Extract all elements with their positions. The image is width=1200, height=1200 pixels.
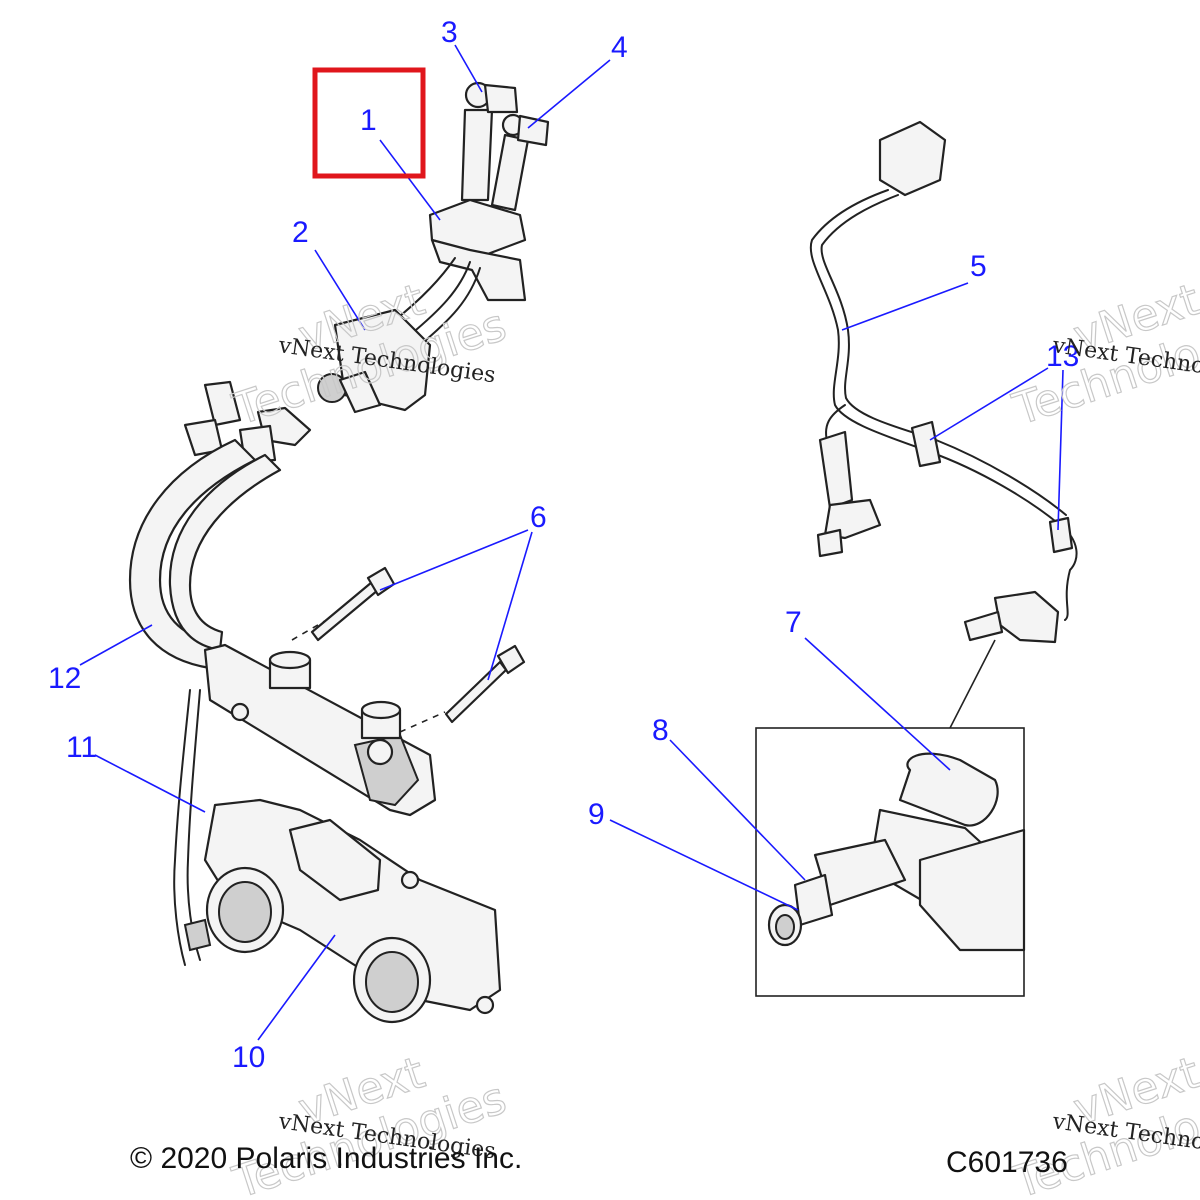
drawing-number: C601736 — [946, 1146, 1068, 1179]
fuel-rail-hoses — [128, 380, 446, 817]
callout-8: 8 — [652, 714, 669, 747]
callout-4: 4 — [611, 31, 628, 64]
throttle-body-assembly — [173, 689, 502, 1024]
fuel-injectors — [816, 498, 1060, 644]
watermark-bottom: vNext Technologies vNext Technologies — [226, 1047, 513, 1200]
callout-6: 6 — [530, 501, 547, 534]
callout-13: 13 — [1046, 340, 1079, 373]
injector-detail-view — [755, 639, 1026, 997]
callout-2: 2 — [292, 216, 309, 249]
callout-10: 10 — [232, 1041, 265, 1074]
leader-lines — [79, 44, 1064, 1041]
callout-11: 11 — [66, 731, 97, 764]
watermark-top: vNext Technologies vNext Technologies — [226, 274, 513, 437]
copyright-text: © 2020 Polaris Industries Inc. — [130, 1142, 522, 1175]
callout-12: 12 — [48, 662, 81, 695]
callout-3: 3 — [441, 16, 458, 49]
highlight-box — [312, 67, 426, 179]
watermark-right: vNext Technologies vNext Technologies — [1006, 274, 1200, 437]
injector-harness — [809, 120, 1078, 621]
callout-1: 1 — [360, 104, 377, 137]
callout-5: 5 — [970, 250, 987, 283]
callout-9: 9 — [588, 798, 605, 831]
fuel-hose-assembly — [317, 81, 550, 414]
rail-bolts — [310, 566, 526, 724]
callout-7: 7 — [785, 606, 802, 639]
